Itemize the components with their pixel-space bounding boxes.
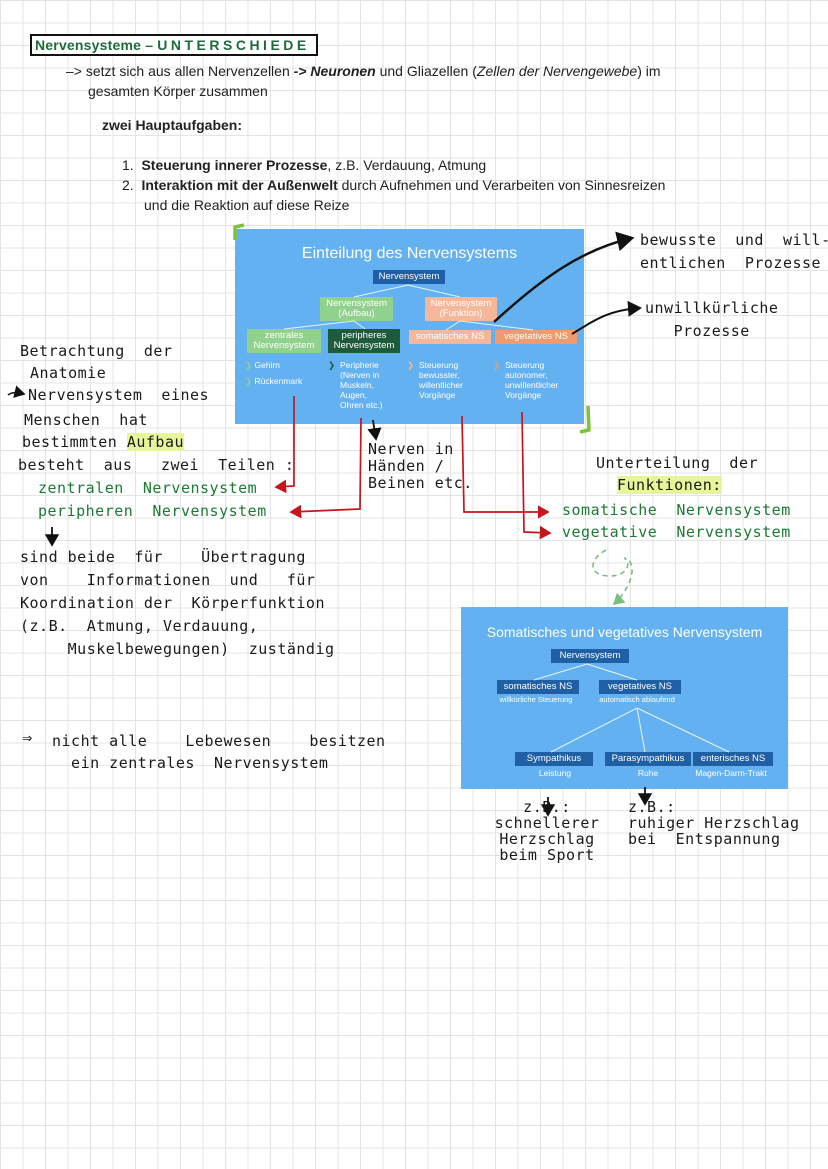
note-anatomie-1: Betrachtung der	[20, 342, 173, 360]
task-item-2-line2: und die Reaktion auf diese Reize	[144, 197, 350, 213]
node-aufbau: Nervensystem (Aufbau)	[320, 297, 393, 321]
note-anatomie-5: bestimmten Aufbau	[22, 433, 185, 451]
task-item-2: 2. Interaktion mit der Außenwelt durch A…	[122, 177, 666, 193]
intro-text-line2: gesamten Körper zusammen	[88, 83, 268, 99]
node2-enterisches: enterisches NS	[693, 752, 773, 766]
node2-vegetatives: vegetatives NS	[599, 680, 681, 694]
node-peripheres: peripheres Nervensystem	[328, 329, 400, 353]
diagram2-title: Somatisches und vegetatives Nervensystem	[486, 624, 763, 640]
note-peripheren-nervensystem: peripheren Nervensystem	[38, 502, 267, 520]
note-zb-sport: z.B.: schnellerer Herzschlag beim Sport	[494, 798, 600, 864]
intro-text: –> setzt sich aus allen Nervenzellen -> …	[66, 63, 661, 79]
tasks-heading: zwei Hauptaufgaben:	[102, 117, 243, 133]
node-funktion: Nervensystem (Funktion)	[425, 297, 497, 321]
node2-somatisches-sub: willkürliche Steuerung	[499, 695, 573, 704]
note-zb-entspannung: z.B.: ruhiger Herzschlag bei Entspannung	[628, 798, 800, 848]
note-vegetative-nervensystem: vegetative Nervensystem	[562, 523, 791, 541]
node-vegetatives: vegetatives NS	[495, 330, 577, 344]
note-unterteilung-2: Funktionen:	[617, 476, 722, 494]
task-item-1: 1. Steuerung innerer Prozesse, z.B. Verd…	[122, 157, 487, 173]
node2-sympathikus-sub: Leistung	[538, 768, 572, 778]
node-zentrales: zentrales Nervensystem	[247, 329, 321, 353]
note-anatomie-2: Anatomie	[30, 364, 107, 382]
note-anatomie-6: besteht aus zwei Teilen :	[18, 456, 295, 474]
note-nerven-haende: Nerven in Händen / Beinen etc.	[368, 440, 473, 492]
node2-parasympathikus-sub: Ruhe	[637, 768, 659, 778]
diagram1-root-node: Nervensystem	[373, 270, 445, 284]
note-unterteilung-1: Unterteilung der	[596, 454, 759, 472]
diagram2-root-node: Nervensystem	[551, 649, 629, 663]
page-title: Nervensysteme – UNTERSCHIEDE	[30, 34, 318, 56]
node2-enterisches-sub: Magen-Darm-Trakt	[695, 768, 767, 778]
leaf-rueckenmark: ❯ Rückenmark	[245, 376, 303, 386]
leaf-gehirn: ❯ Gehirn	[245, 360, 281, 370]
note-nicht-alle: nicht alle Lebewesen besitzen ein zentra…	[52, 732, 386, 772]
node2-parasympathikus: Parasympathikus	[605, 752, 691, 766]
node-somatisches: somatisches NS	[409, 330, 491, 344]
note-sind-beide: sind beide für Übertragung von Informati…	[20, 548, 335, 658]
node2-sympathikus: Sympathikus	[515, 752, 593, 766]
note-bewusste-prozesse: bewusste und will- entlichen Prozesse	[640, 231, 828, 272]
diagram1-title: Einteilung des Nervensystems	[301, 245, 518, 262]
diagram2-tree-lines	[533, 663, 730, 753]
note-nicht-alle-arrow: ⇒	[22, 728, 33, 748]
diagram-somatisch-vegetativ: Somatisches und vegetatives Nervensystem…	[461, 607, 788, 789]
note-zentralen-nervensystem: zentralen Nervensystem	[38, 479, 258, 497]
note-anatomie-4: Menschen hat	[24, 411, 148, 429]
note-somatische-nervensystem: somatische Nervensystem	[562, 501, 791, 519]
node2-somatisches: somatisches NS	[497, 680, 579, 694]
diagram-nervensystem-einteilung: Einteilung des Nervensystems Nervensyste…	[235, 229, 584, 424]
note-unwillkuerliche-prozesse: unwillkürliche Prozesse	[645, 299, 779, 340]
diagram1-tree-lines	[283, 284, 534, 331]
note-anatomie-3: Nervensystem eines	[28, 386, 210, 404]
node2-vegetatives-sub: automatisch ablaufend	[599, 695, 675, 704]
